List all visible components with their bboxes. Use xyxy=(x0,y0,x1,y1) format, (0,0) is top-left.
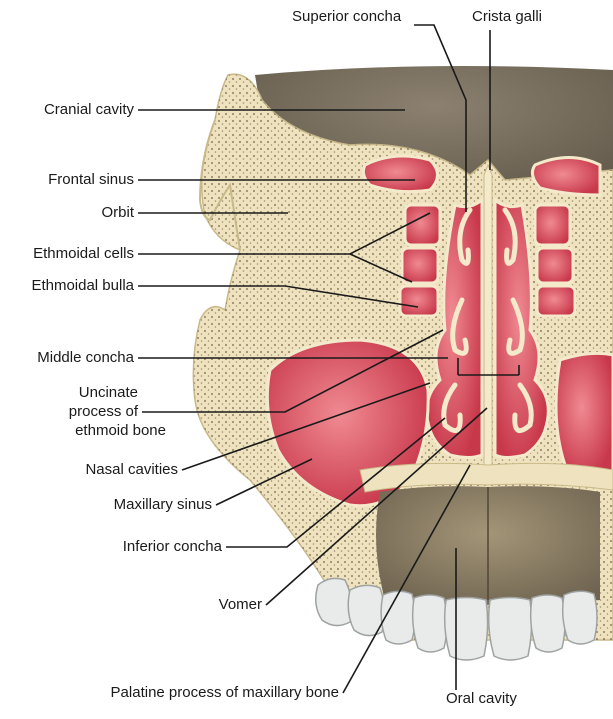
ethmoidal-cells-right xyxy=(535,205,575,316)
label-nasal-cavities: Nasal cavities xyxy=(8,461,178,479)
label-crista-galli: Crista galli xyxy=(472,8,542,26)
label-ethmoidal-bulla: Ethmoidal bulla xyxy=(4,277,134,295)
label-orbit: Orbit xyxy=(8,204,134,222)
nasal-septum xyxy=(484,165,492,470)
label-middle-concha: Middle concha xyxy=(8,349,134,367)
label-frontal-sinus: Frontal sinus xyxy=(8,171,134,189)
label-uncinate-line3: ethmoid bone xyxy=(8,422,166,440)
label-uncinate-line2: process of xyxy=(8,403,138,421)
label-oral-cavity: Oral cavity xyxy=(446,690,517,708)
label-superior-concha: Superior concha xyxy=(292,8,401,26)
label-maxillary-sinus: Maxillary sinus xyxy=(8,496,212,514)
ethmoidal-cells-left xyxy=(400,205,440,316)
frontal-sinus-right xyxy=(532,158,600,196)
frontal-sinus-left xyxy=(363,156,437,192)
label-vomer: Vomer xyxy=(8,596,262,614)
maxillary-sinus-right xyxy=(556,353,613,474)
label-cranial-cavity: Cranial cavity xyxy=(8,101,134,119)
label-inferior-concha: Inferior concha xyxy=(8,538,222,556)
label-uncinate-line1: Uncinate xyxy=(8,384,138,402)
label-ethmoidal-cells: Ethmoidal cells xyxy=(8,245,134,263)
label-palatine-process: Palatine process of maxillary bone xyxy=(8,684,339,702)
